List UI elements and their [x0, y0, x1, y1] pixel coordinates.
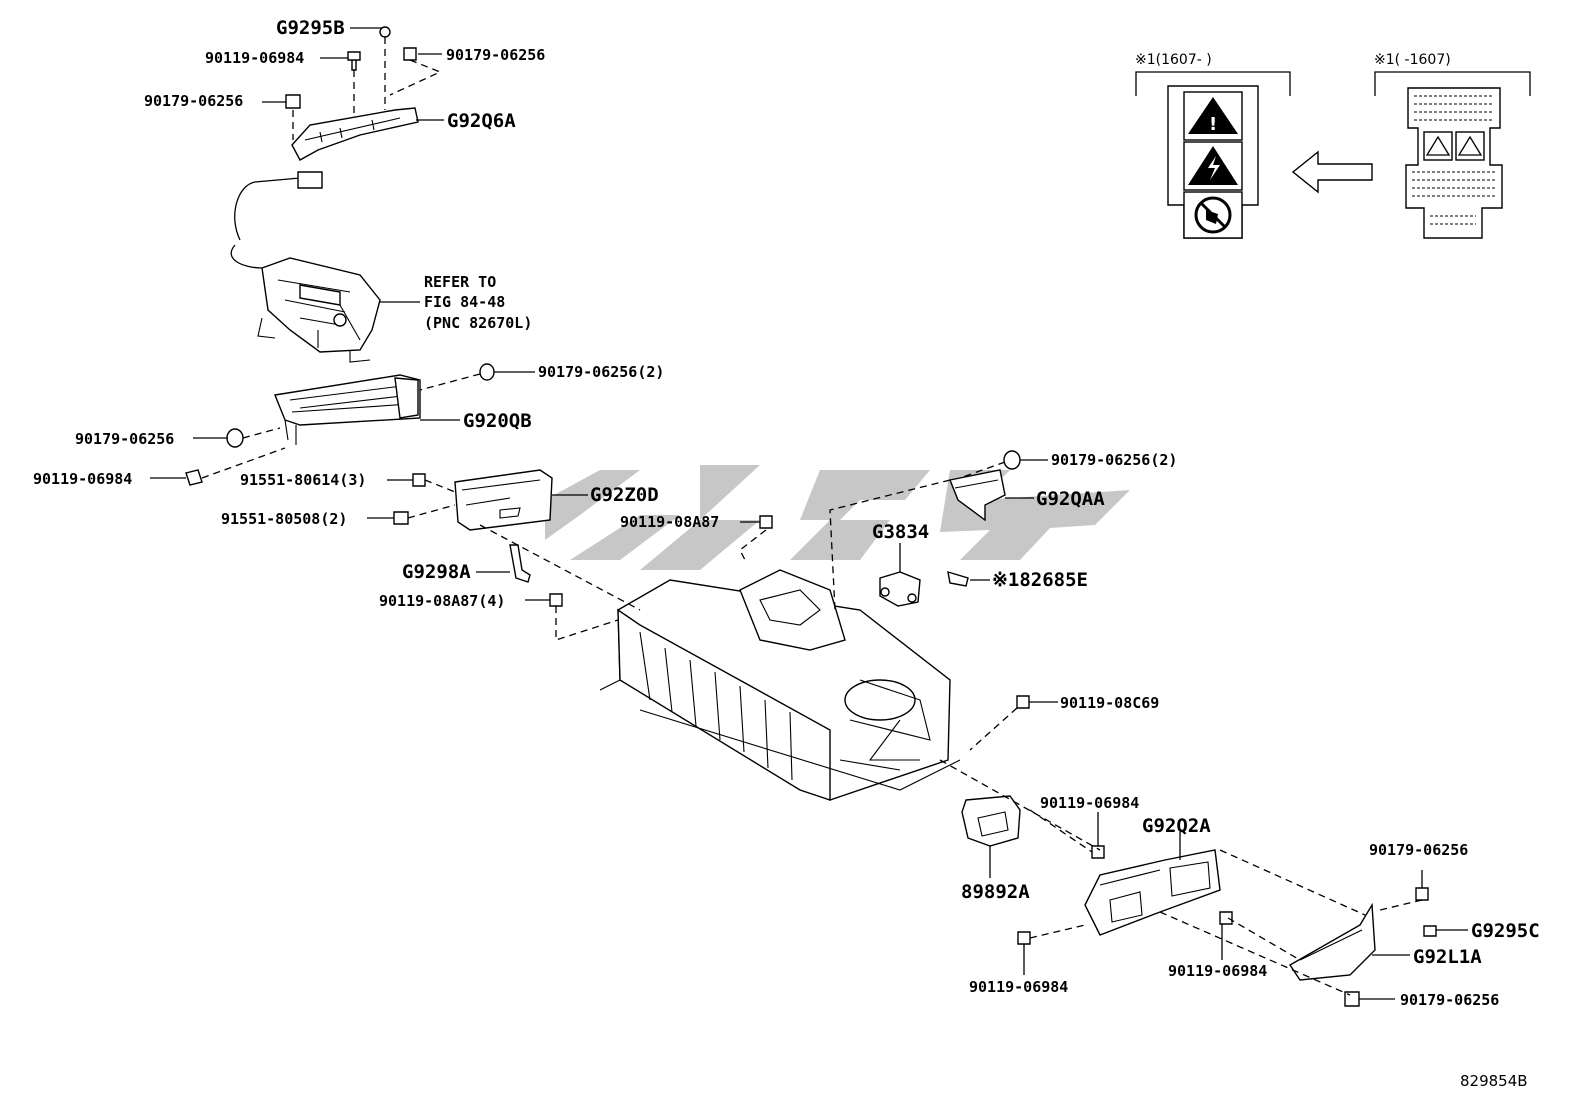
callout-g92z0d: G92Z0D	[590, 484, 659, 506]
label-panel-new: ※1(1607- ) !	[1135, 52, 1291, 239]
callout-g9298a: G9298A	[402, 561, 471, 583]
callout-90119-08a87: 90119-08A87	[620, 513, 719, 531]
junction-block	[257, 257, 381, 363]
arrow-left-icon	[1291, 150, 1373, 194]
callout-g92q6a: G92Q6A	[447, 110, 516, 132]
refer-note-line3: (PNC 82670L)	[424, 314, 532, 332]
callout-g9295b: G9295B	[276, 17, 345, 39]
refer-note-line1: REFER TO	[424, 273, 496, 291]
bracket-g3834	[879, 571, 921, 607]
figure-id: 829854B	[1460, 1072, 1528, 1090]
callout-g92qaa: G92QAA	[1036, 488, 1105, 510]
callout-90119-06984-top: 90119-06984	[205, 49, 304, 67]
no-disassemble-icon	[1194, 196, 1232, 234]
label-panel-old: ※1( -1607)	[1374, 52, 1531, 239]
leader-lines	[150, 27, 1468, 1000]
fasteners	[185, 26, 1437, 1007]
bracket-g92q2a	[1084, 849, 1221, 936]
callout-90119-06984-low-a: 90119-06984	[1040, 794, 1139, 812]
callout-90179-06256-x2-b: 90179-06256(2)	[1051, 451, 1177, 469]
callout-90119-08c69: 90119-08C69	[1060, 694, 1159, 712]
callout-82685e: ※182685E	[992, 569, 1088, 591]
sensor-89892a	[961, 795, 1021, 878]
callout-89892a: 89892A	[961, 881, 1030, 903]
warning-exclaim-icon: !	[1209, 114, 1217, 135]
callout-90119-08a87-x4: 90119-08A87(4)	[379, 592, 505, 610]
callout-90119-06984-mid-left: 90119-06984	[33, 470, 132, 488]
callout-g3834: G3834	[872, 521, 929, 543]
callout-91551-80508: 91551-80508(2)	[221, 510, 347, 528]
callout-g9295c: G9295C	[1471, 920, 1540, 942]
callout-90179-06256-x2-a: 90179-06256(2)	[538, 363, 664, 381]
callout-g92l1a: G92L1A	[1413, 946, 1482, 968]
cover-g92l1a	[1289, 902, 1376, 981]
callout-90179-06256-bottom: 90179-06256	[1400, 991, 1499, 1009]
module-g92z0d	[454, 469, 553, 531]
high-voltage-icon	[1208, 156, 1220, 180]
callout-90119-06984-low-b: 90119-06984	[1168, 962, 1267, 980]
callout-g92q2a: G92Q2A	[1142, 815, 1211, 837]
callout-labels: G9295B 90119-06984 90179-06256 90179-062…	[33, 17, 1540, 1009]
refer-note-line2: FIG 84-48	[424, 293, 505, 311]
small-warning-icon-1	[1425, 135, 1451, 156]
callout-g920qb: G920QB	[463, 410, 532, 432]
callout-90179-06256-top-right: 90179-06256	[446, 46, 545, 64]
callout-90179-06256-mid-left: 90179-06256	[75, 430, 174, 448]
wire-harness	[230, 171, 323, 269]
callout-91551-80614: 91551-80614(3)	[240, 471, 366, 489]
callout-90179-06256-low-right: 90179-06256	[1369, 841, 1468, 859]
label-panel-old-header: ※1( -1607)	[1374, 52, 1451, 68]
callout-90179-06256-top-left: 90179-06256	[144, 92, 243, 110]
bracket-g92qaa	[949, 469, 1006, 522]
small-warning-icon-2	[1457, 135, 1483, 156]
battery-pack-assembly	[599, 569, 961, 801]
label-panel-new-header: ※1(1607- )	[1135, 52, 1212, 68]
bracket-g920qb	[274, 374, 421, 445]
callout-90119-06984-low-c: 90119-06984	[969, 978, 1068, 996]
label-82685e-small	[947, 571, 969, 587]
bracket-g92q6a	[291, 107, 419, 161]
